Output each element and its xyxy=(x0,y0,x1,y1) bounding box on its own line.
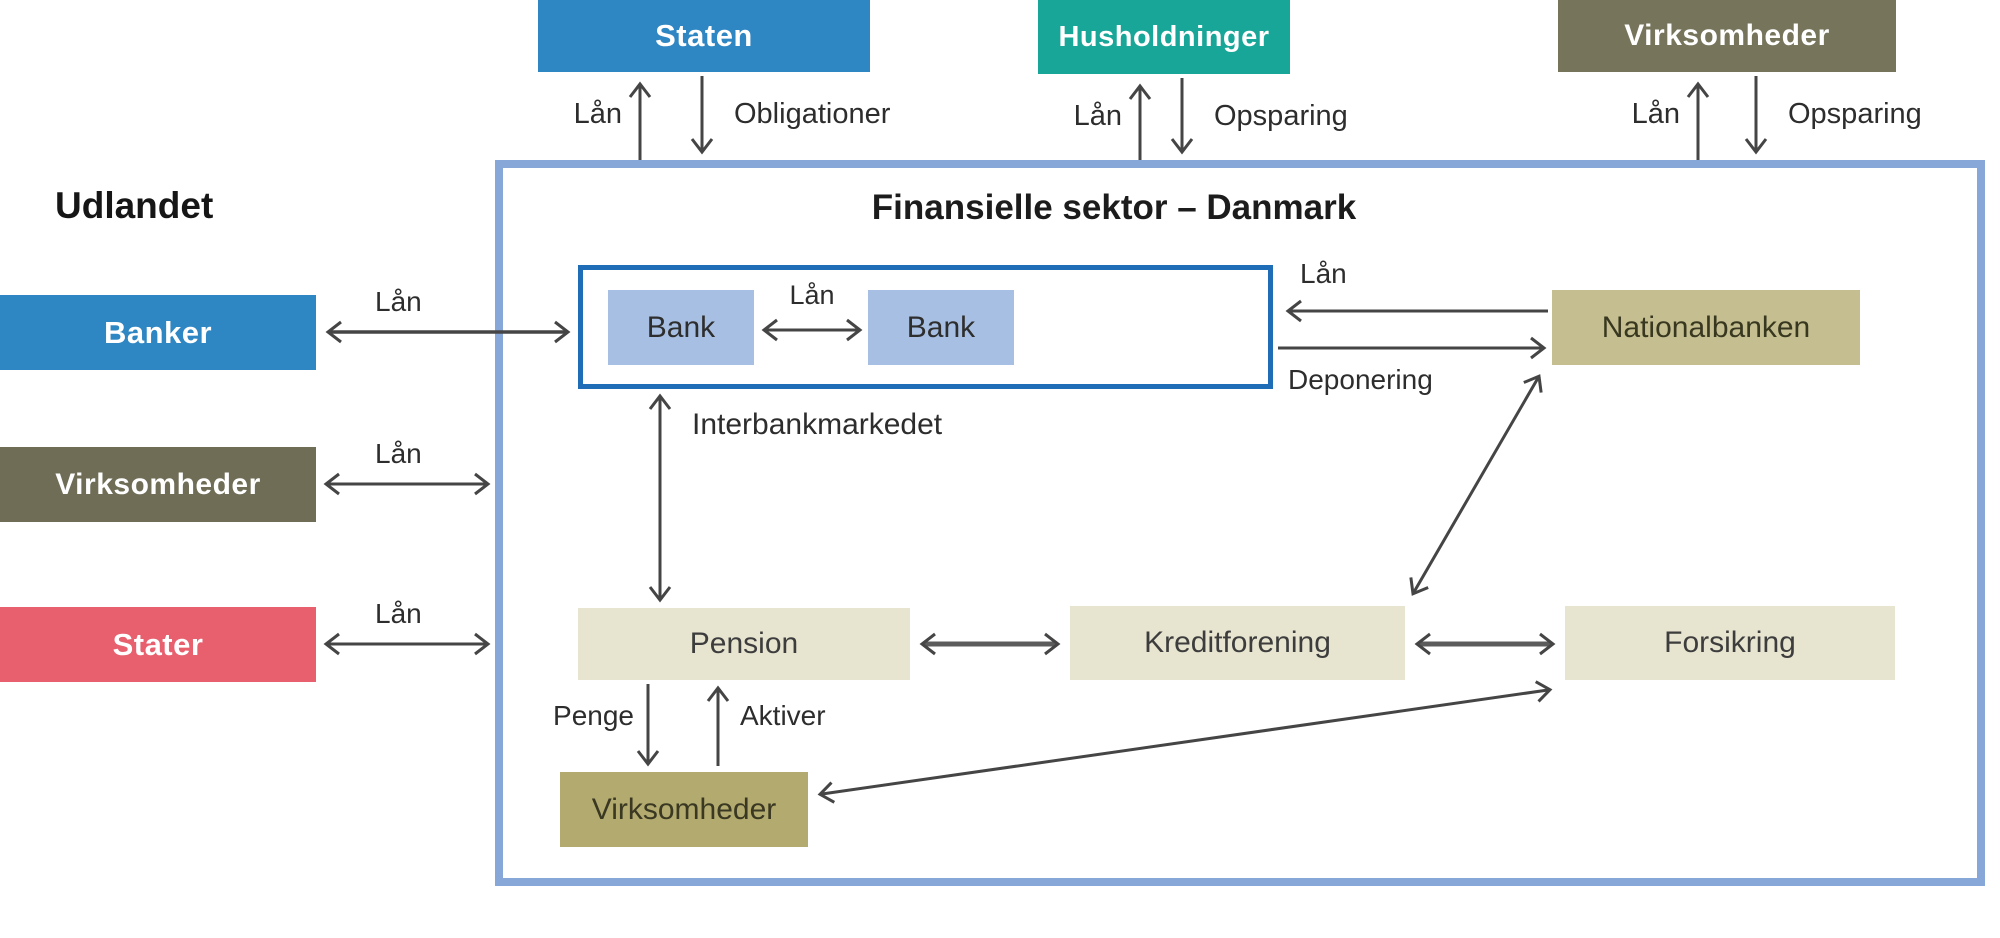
forsikring-box: Forsikring xyxy=(1565,606,1895,680)
staten-label: Staten xyxy=(655,18,753,53)
bank-left-label: Bank xyxy=(646,310,716,344)
kreditforening-box: Kreditforening xyxy=(1070,606,1405,680)
virksomheder-top-box: Virksomheder xyxy=(1558,0,1896,72)
pension-box: Pension xyxy=(578,608,910,680)
husholdninger-label: Husholdninger xyxy=(1058,20,1270,53)
interbank-lan-label: Lån xyxy=(789,280,835,310)
virksomheder-left-label: Virksomheder xyxy=(55,467,261,501)
sector-title: Finansielle sektor – Danmark xyxy=(871,188,1357,227)
interbankmarkedet-label: Interbankmarkedet xyxy=(692,408,943,441)
staten-box: Staten xyxy=(538,0,870,72)
virksomheder-bottom-box: Virksomheder xyxy=(560,772,808,847)
bank-left-box: Bank xyxy=(608,290,754,365)
nationalbanken-label: Nationalbanken xyxy=(1601,310,1811,344)
virksomheder-top-lan-label: Lån xyxy=(1631,98,1680,130)
virksomheder-top-opsparing-label: Opsparing xyxy=(1788,98,1922,130)
kreditforening-label: Kreditforening xyxy=(1144,626,1331,659)
husholdninger-lan-label: Lån xyxy=(1073,100,1122,132)
pension-label: Pension xyxy=(689,627,799,660)
staten-lan-label: Lån xyxy=(573,98,622,130)
stater-lan-label: Lån xyxy=(375,598,422,629)
deponering-label: Deponering xyxy=(1288,364,1433,395)
stater-label: Stater xyxy=(112,626,204,662)
husholdninger-box: Husholdninger xyxy=(1038,0,1290,74)
nationalbanken-lan-label: Lån xyxy=(1300,258,1347,289)
virksomheder-top-label: Virksomheder xyxy=(1624,19,1830,52)
aktiver-label: Aktiver xyxy=(740,700,826,731)
bank-right-label: Bank xyxy=(906,310,976,344)
bank-right-box: Bank xyxy=(868,290,1014,365)
banker-lan-label: Lån xyxy=(375,286,422,317)
stater-box: Stater xyxy=(0,607,316,682)
banker-label: Banker xyxy=(103,314,213,350)
virksomheder-bottom-label: Virksomheder xyxy=(591,792,777,826)
forsikring-label: Forsikring xyxy=(1664,626,1796,659)
udlandet-heading: Udlandet xyxy=(55,185,214,226)
virksomheder-left-lan-label: Lån xyxy=(375,438,422,469)
penge-label: Penge xyxy=(553,700,634,731)
husholdninger-opsparing-label: Opsparing xyxy=(1214,100,1348,132)
staten-obligationer-label: Obligationer xyxy=(734,98,891,130)
banker-box: Banker xyxy=(0,295,316,370)
nationalbanken-box: Nationalbanken xyxy=(1552,290,1860,365)
virksomheder-left-box: Virksomheder xyxy=(0,447,316,522)
